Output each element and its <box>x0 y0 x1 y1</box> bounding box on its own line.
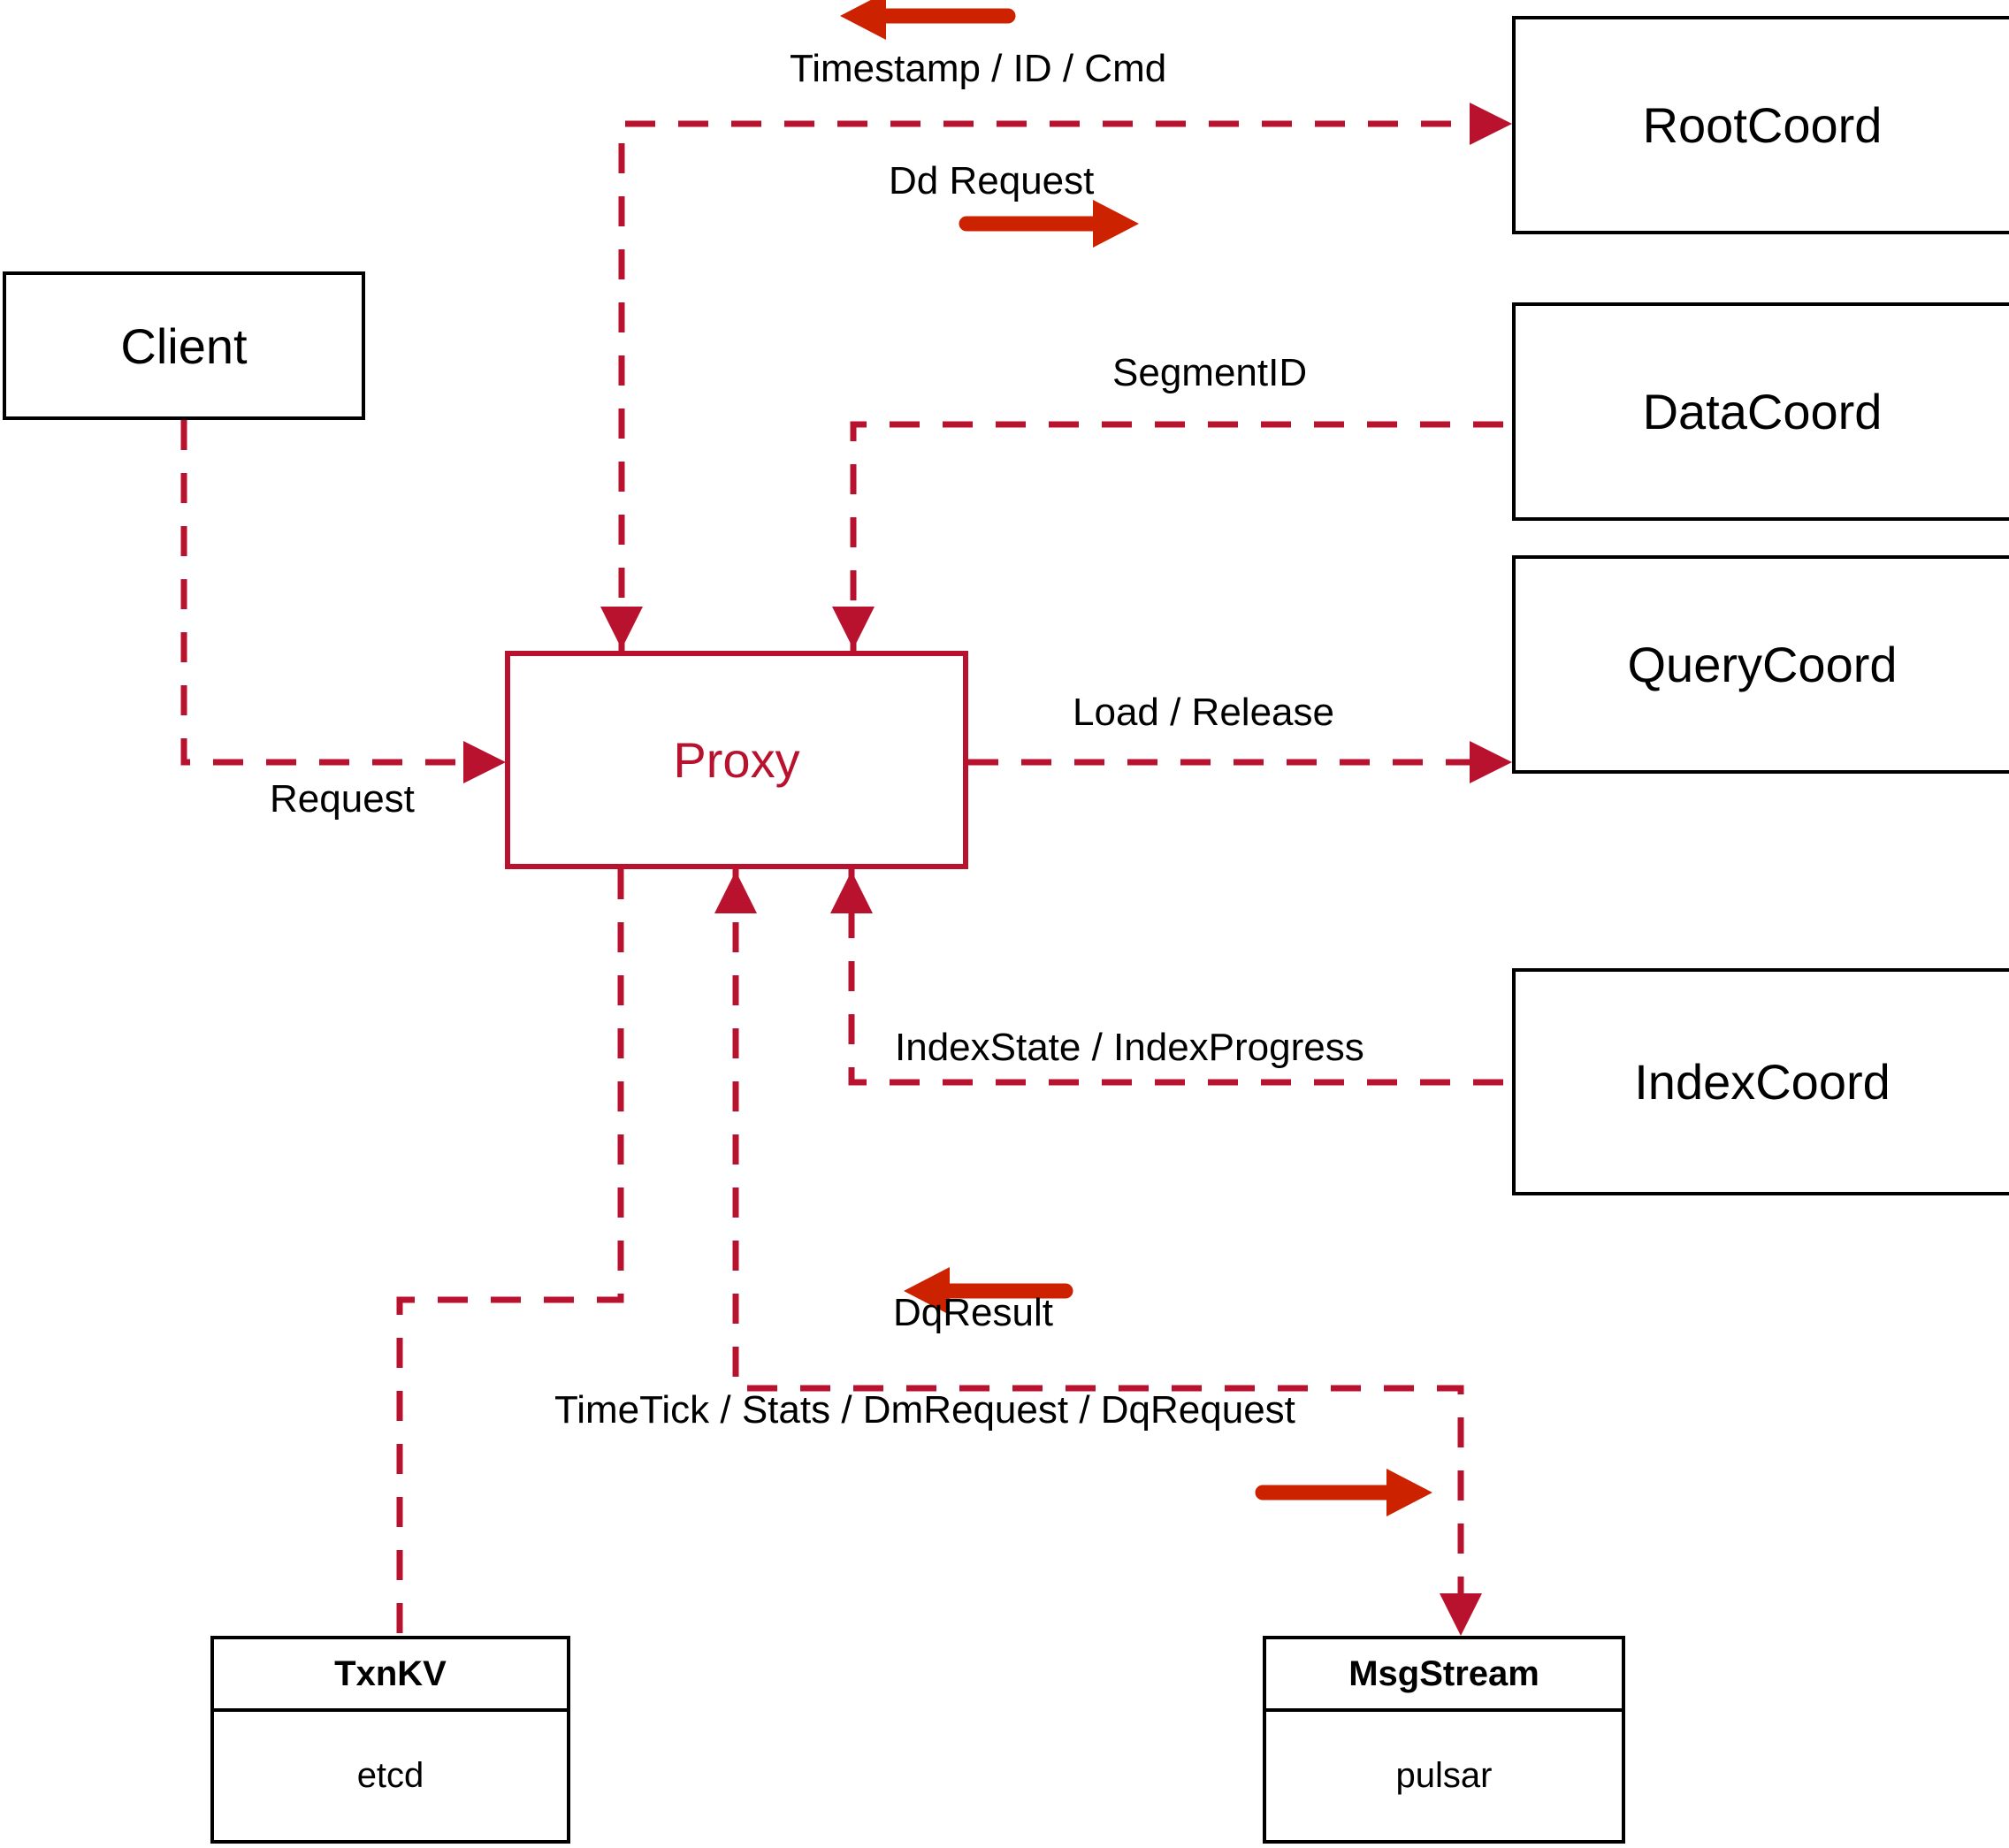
edge-label-timetick-stats: TimeTick / Stats / DmRequest / DqRequest <box>554 1388 1295 1432</box>
edge-path-segmentid <box>850 421 1503 651</box>
edge-path-index-state <box>848 869 1503 1086</box>
node-indexcoord[interactable]: IndexCoord <box>1512 968 2009 1195</box>
edge-label-dd-request: Dd Request <box>889 159 1095 202</box>
edge-label-index-state: IndexState / IndexProgress <box>895 1026 1364 1069</box>
decor-arrow-dd-request-right <box>959 200 1139 248</box>
node-msgstream-sublabel: pulsar <box>1395 1756 1493 1795</box>
node-datacoord[interactable]: DataCoord <box>1512 302 2009 521</box>
node-msgstream-header: MsgStream <box>1266 1639 1622 1712</box>
node-txnkv-header: TxnKV <box>214 1639 567 1712</box>
node-msgstream-label: MsgStream <box>1348 1653 1539 1693</box>
node-txnkv[interactable]: TxnKV etcd <box>210 1636 570 1844</box>
node-msgstream[interactable]: MsgStream pulsar <box>1263 1636 1625 1844</box>
node-client-label: Client <box>120 317 248 374</box>
edge-path-dd-request <box>618 120 1503 651</box>
edge-path-txnkv <box>396 869 624 1636</box>
arrowhead-proxy-left <box>463 741 506 783</box>
arrowhead-proxy-bottom-mid <box>714 871 757 913</box>
node-msgstream-body: pulsar <box>1266 1712 1622 1840</box>
decor-arrow-timestamp-left <box>840 0 1016 40</box>
arrowhead-msgstream <box>1440 1593 1482 1636</box>
edge-label-segmentid: SegmentID <box>1112 351 1308 394</box>
edge-label-dq-result: DqResult <box>893 1291 1053 1334</box>
arrowhead-proxy-bottom-right <box>830 871 873 913</box>
arrowhead-rootcoord <box>1470 103 1512 145</box>
node-txnkv-label: TxnKV <box>334 1653 447 1693</box>
node-querycoord[interactable]: QueryCoord <box>1512 555 2009 774</box>
node-rootcoord-label: RootCoord <box>1642 97 1883 153</box>
arrowhead-proxy-top-left <box>600 607 643 649</box>
decor-arrow-dqresult-left <box>904 1267 1073 1315</box>
node-proxy-label: Proxy <box>673 732 800 788</box>
arrowhead-querycoord <box>1470 741 1512 783</box>
edge-path-request <box>180 420 498 766</box>
decor-arrow-timetick-right <box>1255 1469 1432 1516</box>
edge-label-request: Request <box>270 777 415 821</box>
node-indexcoord-label: IndexCoord <box>1634 1054 1891 1110</box>
arrowhead-proxy-top-right <box>832 607 875 649</box>
node-proxy[interactable]: Proxy <box>505 651 968 869</box>
edge-label-load-release: Load / Release <box>1073 691 1334 734</box>
node-client[interactable]: Client <box>3 271 365 420</box>
node-rootcoord[interactable]: RootCoord <box>1512 16 2009 234</box>
node-txnkv-body: etcd <box>214 1712 567 1840</box>
edge-label-timestamp-id-cmd: Timestamp / ID / Cmd <box>790 47 1167 90</box>
node-querycoord-label: QueryCoord <box>1627 637 1898 692</box>
node-txnkv-sublabel: etcd <box>356 1756 424 1795</box>
node-datacoord-label: DataCoord <box>1642 384 1883 439</box>
